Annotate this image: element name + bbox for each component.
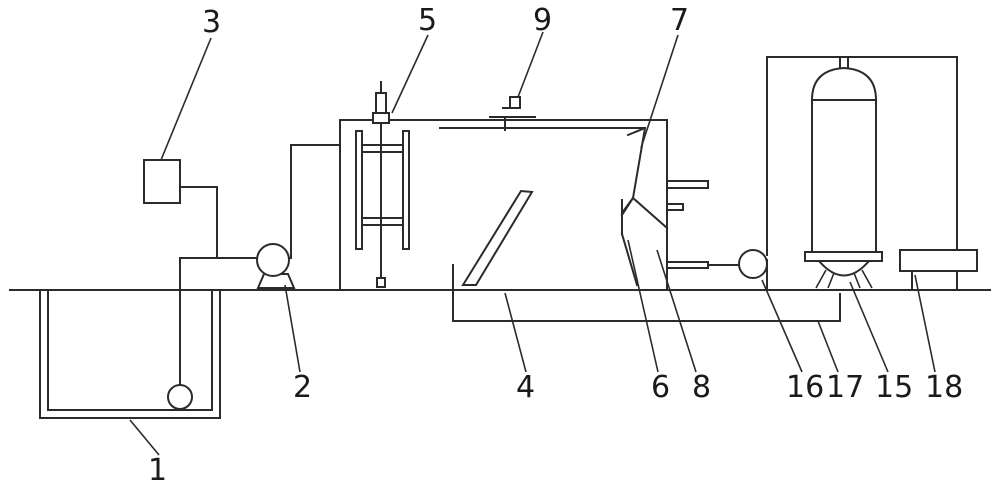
label-6: 6 — [651, 370, 670, 405]
sump-tank — [39, 289, 221, 419]
label-9: 9 — [533, 3, 552, 38]
label-17: 17 — [826, 370, 864, 405]
top-vent — [489, 96, 536, 131]
label-1: 1 — [148, 453, 167, 488]
inclined-plate — [461, 189, 534, 286]
submersible-pump — [167, 257, 193, 410]
label-5: 5 — [418, 3, 437, 38]
label-16: 16 — [786, 370, 824, 405]
label-8: 8 — [692, 370, 711, 405]
filter-tower — [766, 56, 958, 289]
label-3: 3 — [202, 5, 221, 40]
leader-lines — [129, 31, 936, 456]
lift-pump — [179, 144, 341, 289]
clean-water-tank — [899, 249, 978, 291]
label-15: 15 — [875, 370, 913, 405]
transfer-pump — [707, 249, 768, 291]
label-7: 7 — [670, 3, 689, 38]
baffle-assembly — [620, 126, 709, 287]
part-labels: 3 1 2 5 9 7 4 6 8 16 17 15 18 — [148, 3, 963, 488]
label-2: 2 — [293, 370, 312, 405]
agitator-assembly — [355, 81, 410, 288]
sludge-pipe — [452, 264, 841, 322]
label-18: 18 — [925, 370, 963, 405]
label-4: 4 — [516, 370, 535, 405]
control-box — [143, 159, 218, 259]
